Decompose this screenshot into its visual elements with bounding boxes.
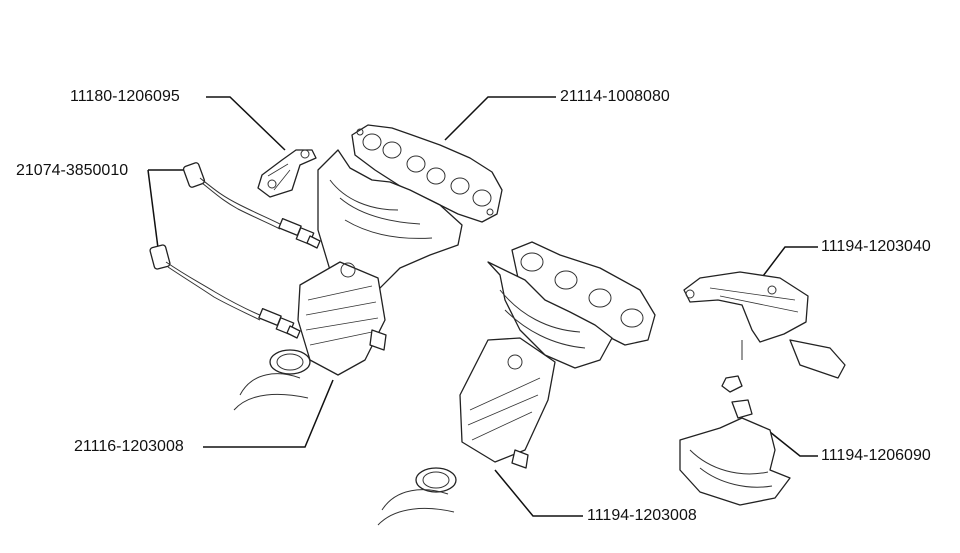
label-heat-shield: 11194-1206090	[821, 447, 931, 464]
leader-heat-shield	[769, 431, 818, 457]
bracket-large-part	[683, 271, 846, 393]
manifold-left-part	[233, 149, 463, 411]
label-manifold-gasket: 21114-1008080	[560, 88, 670, 105]
oxygen-sensor-upper	[182, 162, 321, 249]
leader-manifold-right	[494, 469, 583, 517]
leader-manifold-left	[203, 379, 334, 448]
leader-gasket	[444, 96, 556, 141]
label-manifold-left: 21116-1203008	[74, 438, 184, 455]
heat-shield-part	[679, 399, 791, 506]
manifold-right-part	[377, 241, 656, 526]
label-bracket-large: 11194-1203040	[821, 238, 931, 255]
label-manifold-right: 11194-1203008	[587, 507, 697, 524]
label-bracket-small: 11180-1206095	[70, 88, 180, 105]
manifold-gasket-part	[351, 124, 503, 223]
leader-bracket-large	[759, 246, 818, 281]
label-oxygen-sensor: 21074-3850010	[16, 162, 129, 179]
leader-lines	[147, 96, 818, 517]
oxygen-sensor-lower	[149, 244, 301, 339]
leader-bracket-small	[206, 96, 286, 151]
bracket-small-part	[257, 149, 317, 198]
leader-sensor-lower	[147, 169, 159, 249]
